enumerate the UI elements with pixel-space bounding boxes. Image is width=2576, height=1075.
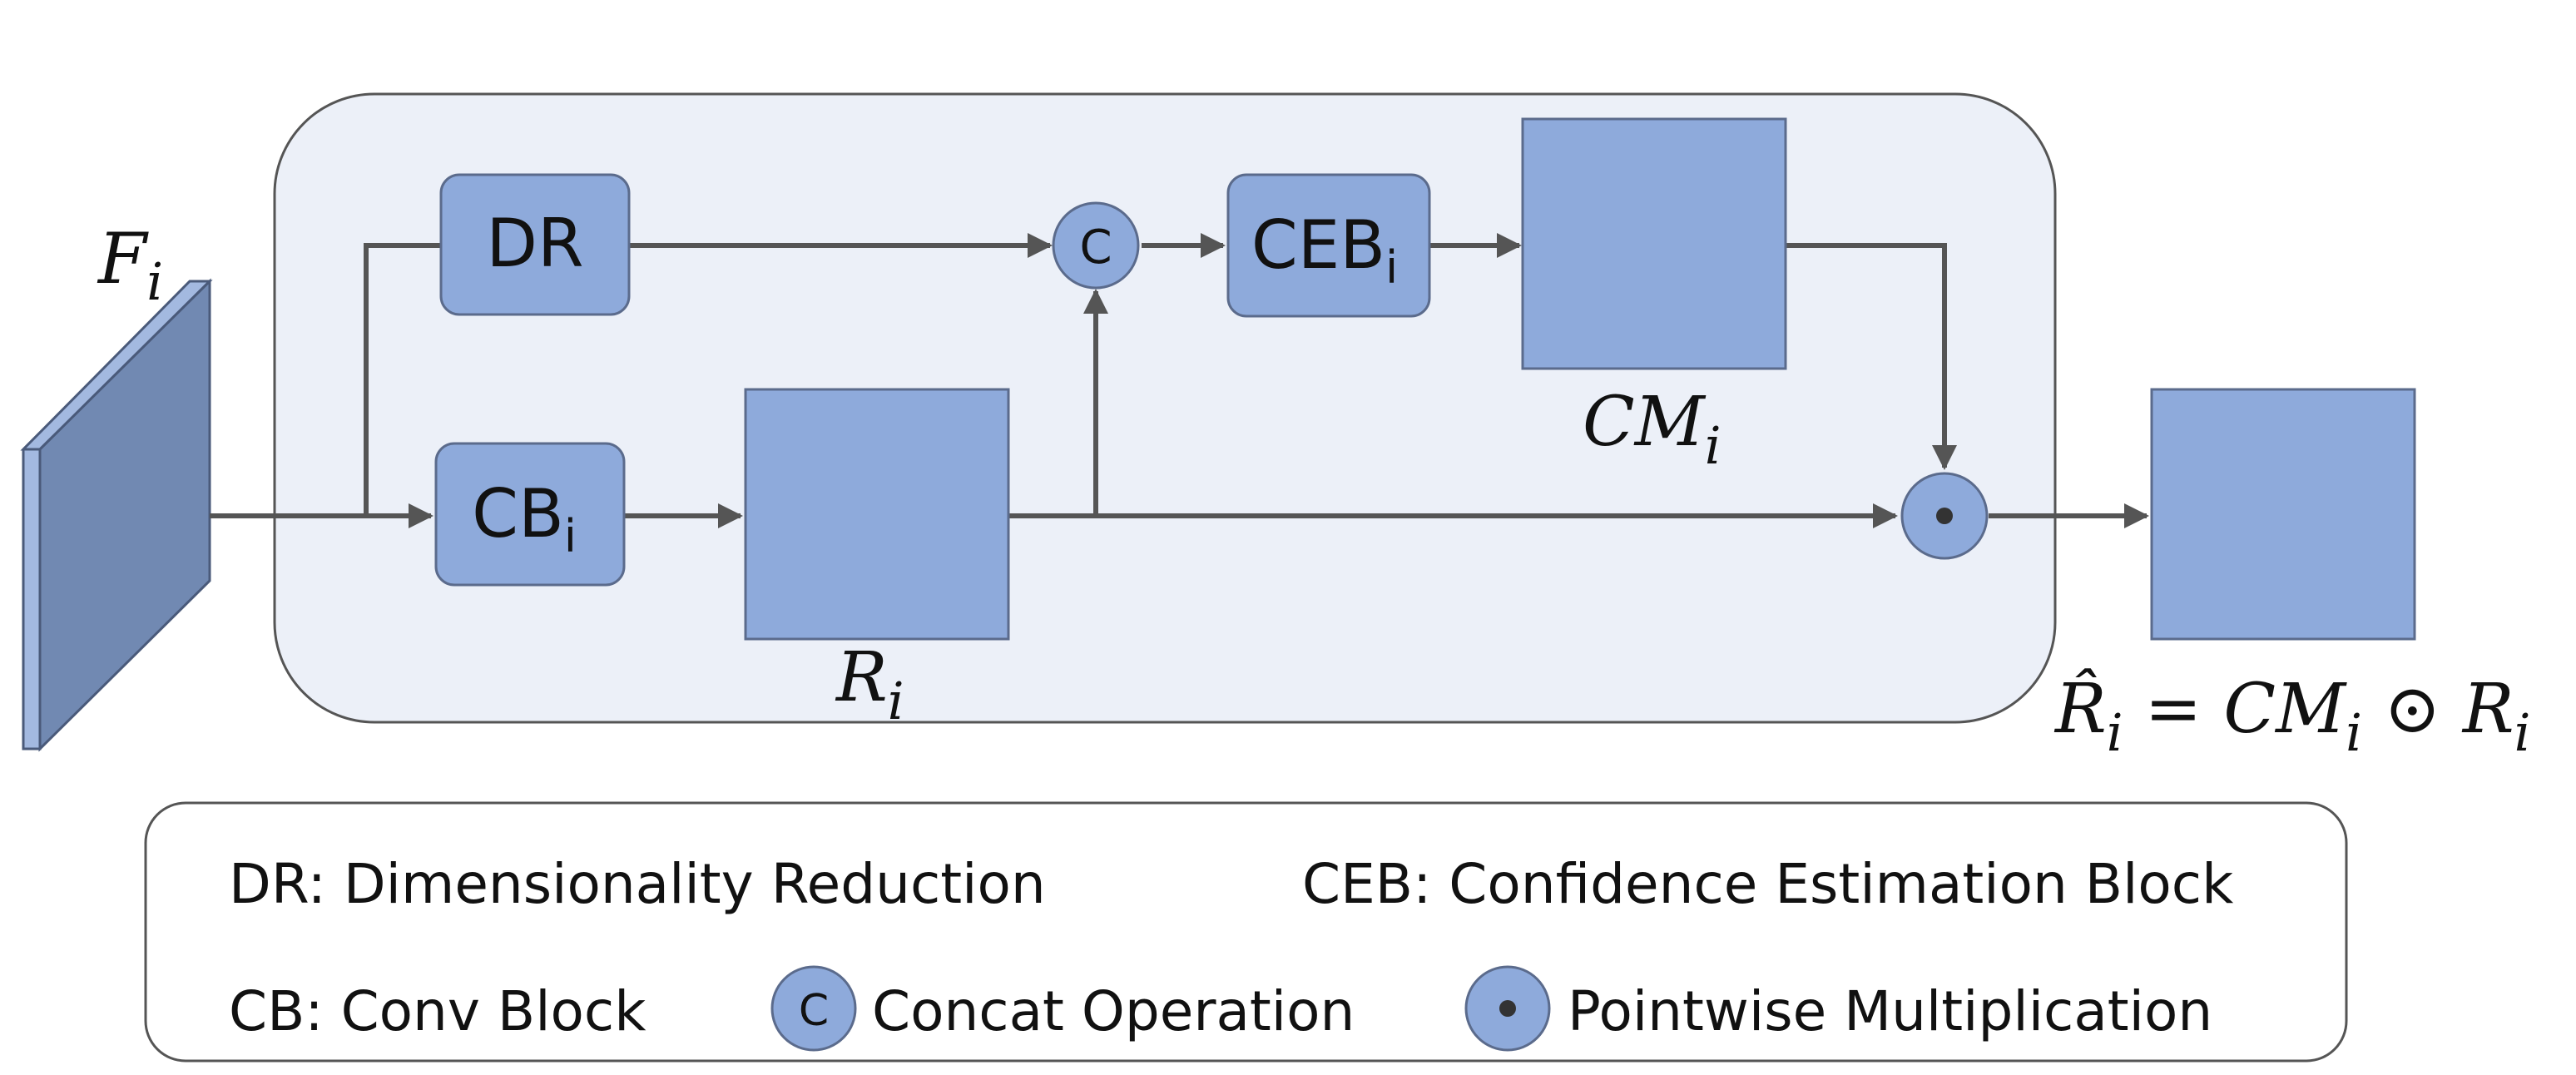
cm-label: CMi — [1583, 383, 1721, 476]
dr-block: DR — [439, 173, 631, 316]
output-equation: R̂i = CMi ⊙ Ri — [2053, 668, 2530, 763]
input-feature-slab — [20, 278, 213, 752]
legend-ceb: CEB: Confidence Estimation Block — [1302, 852, 2234, 916]
legend-pointwise: Pointwise Multiplication — [1568, 979, 2212, 1043]
legend-dr: DR: Dimensionality Reduction — [229, 852, 1046, 916]
dr-label: DR — [486, 205, 583, 282]
output-map — [2150, 388, 2416, 641]
pointwise-node — [1900, 472, 1989, 560]
legend-box — [144, 801, 2348, 1063]
cb-label: CBi — [472, 475, 577, 562]
concat-symbol: C — [1079, 220, 1112, 275]
ceb-block: CEBi — [1226, 173, 1431, 318]
branch-line-to-dr — [364, 243, 441, 516]
legend-concat-symbol: C — [770, 965, 857, 1052]
concat-node: C — [1052, 201, 1140, 290]
input-label: Fi — [97, 218, 163, 312]
legend-concat: Concat Operation — [872, 979, 1355, 1043]
r-label: Ri — [835, 638, 904, 731]
r-map — [744, 388, 1010, 641]
ceb-label: CEBi — [1251, 206, 1398, 294]
legend-pointwise-symbol — [1464, 965, 1551, 1052]
legend-cb: CB: Conv Block — [229, 979, 646, 1043]
cm-to-pointwise-line — [1786, 243, 1957, 470]
cb-block: CBi — [434, 442, 626, 587]
cm-map — [1521, 117, 1787, 370]
svg-text:C: C — [799, 986, 829, 1036]
